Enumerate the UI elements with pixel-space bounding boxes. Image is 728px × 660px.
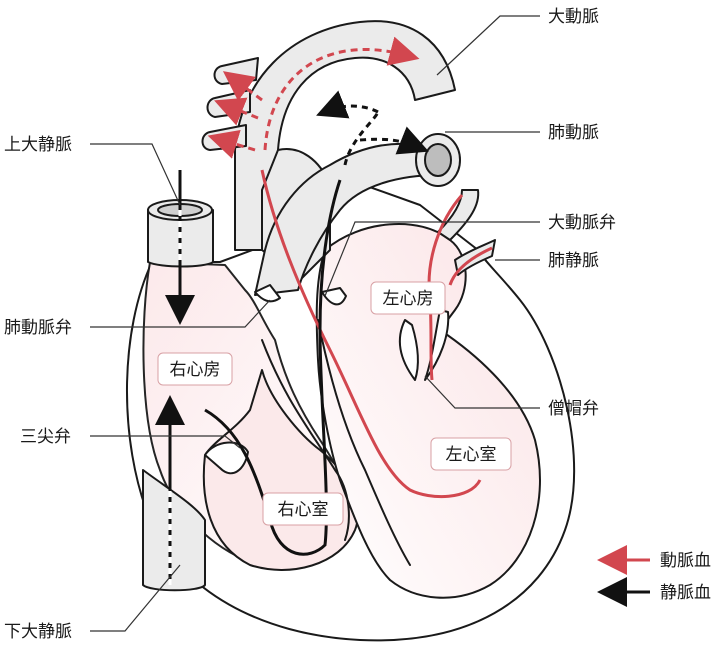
tricuspid-valve-label: 三尖弁 [20, 427, 71, 447]
aorta-label: 大動脈 [548, 7, 599, 27]
inferior-vena-cava-label: 下大静脈 [4, 622, 72, 642]
pulmonary-artery-label: 肺動脈 [548, 123, 599, 143]
legend-arterial-label: 動脈血 [660, 551, 711, 571]
aortic-valve-label: 大動脈弁 [548, 213, 616, 233]
left-ventricle-label: 左心室 [446, 445, 497, 465]
left-atrium-label: 左心房 [383, 289, 434, 309]
right-ventricle-label: 右心室 [278, 500, 329, 520]
legend-venous-label: 静脈血 [660, 583, 711, 603]
superior-vena-cava-label: 上大静脈 [4, 135, 72, 155]
right-atrium-label: 右心房 [170, 360, 221, 380]
pulmonary-vein-label: 肺静脈 [548, 251, 599, 271]
mitral-valve-label: 僧帽弁 [548, 399, 599, 419]
legend: 動脈血 静脈血 [612, 551, 711, 603]
pulmonary-valve-label: 肺動脈弁 [4, 318, 72, 338]
